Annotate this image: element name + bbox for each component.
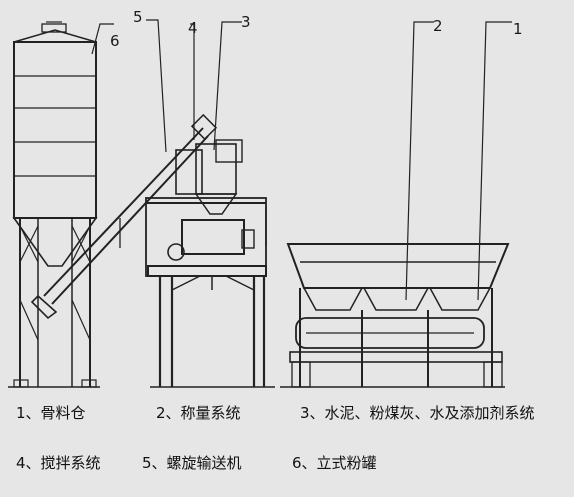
screw-tube-top — [43, 127, 204, 297]
silo-brace-5 — [19, 299, 39, 341]
weigh-top-box — [215, 139, 243, 163]
callout-leader-4 — [190, 23, 195, 140]
bin-1 — [302, 287, 364, 311]
aggregate-batcher — [286, 243, 510, 388]
callout-leader-2 — [405, 21, 434, 301]
screw-motor — [190, 113, 218, 141]
screw-inlet — [30, 294, 58, 320]
callout-3: 3 — [241, 13, 251, 31]
silo-roof-hatch — [41, 23, 67, 33]
screw-tube-bottom — [51, 135, 209, 305]
batcher-foot-1 — [291, 361, 311, 388]
callout-leader-3 — [213, 21, 242, 151]
legend-item-weighing-system: 2、称量系统 — [156, 404, 241, 422]
legend-item-cement-water-additive-system: 3、水泥、粉煤灰、水及添加剂系统 — [300, 404, 535, 422]
mixing-station — [145, 139, 267, 387]
callout-4: 4 — [188, 19, 198, 37]
bin-2 — [362, 287, 430, 311]
callout-leader-5 — [146, 19, 167, 153]
callout-6: 6 — [110, 32, 120, 50]
vertical-powder-silo — [12, 21, 98, 388]
mixer-body — [181, 219, 245, 255]
weigh-frame — [145, 197, 267, 277]
mixer-brace-2 — [225, 275, 255, 291]
mixer-motor — [167, 243, 185, 261]
callout-2: 2 — [433, 17, 443, 35]
screw-conveyor — [30, 113, 218, 320]
legend-item-screw-conveyor: 5、螺旋输送机 — [142, 454, 242, 472]
callout-leader-6 — [91, 23, 114, 55]
callout-leader-1 — [477, 21, 512, 301]
legend-item-mixing-system: 4、搅拌系统 — [16, 454, 101, 472]
legend-item-aggregate-bin: 1、骨料仓 — [16, 404, 86, 422]
weigh-hopper-1 — [175, 149, 203, 195]
silo-brace-2 — [19, 225, 39, 263]
mixer-gear — [241, 229, 255, 249]
silo-brace-4 — [71, 225, 91, 263]
weigh-cone — [194, 193, 238, 215]
silo-foot-2 — [81, 379, 97, 388]
mixer-platform — [147, 265, 267, 277]
plant-diagram: 1 2 3 4 5 6 — [8, 8, 523, 388]
silo-brace-6 — [71, 299, 91, 341]
batcher-belt — [295, 317, 485, 349]
batcher-hopper — [286, 243, 510, 289]
silo-foot-1 — [13, 379, 29, 388]
callout-1: 1 — [513, 20, 523, 38]
mixer-brace-1 — [171, 275, 201, 291]
legend: 1、骨料仓 2、称量系统 3、水泥、粉煤灰、水及添加剂系统 4、搅拌系统 5、螺… — [0, 392, 574, 497]
batcher-foot-2 — [483, 361, 503, 388]
callout-5: 5 — [133, 8, 143, 26]
batcher-base — [289, 351, 503, 363]
silo-body — [13, 41, 97, 219]
bin-3 — [428, 287, 492, 311]
legend-item-vertical-powder-silo: 6、立式粉罐 — [292, 454, 377, 472]
silo-cone — [12, 217, 98, 267]
